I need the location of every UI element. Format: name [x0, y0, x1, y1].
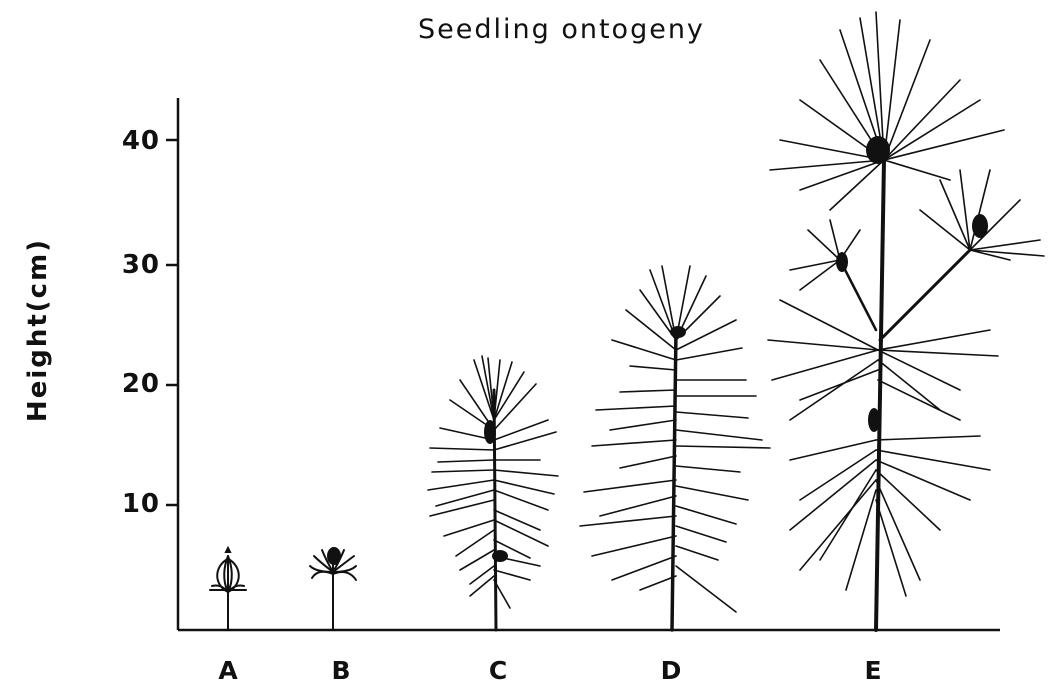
seedling-a	[210, 548, 246, 630]
axes	[166, 98, 1000, 630]
seedling-d	[580, 266, 770, 630]
seedling-c	[428, 356, 558, 630]
seedling-e	[768, 12, 1044, 630]
seedling-b	[310, 547, 356, 630]
